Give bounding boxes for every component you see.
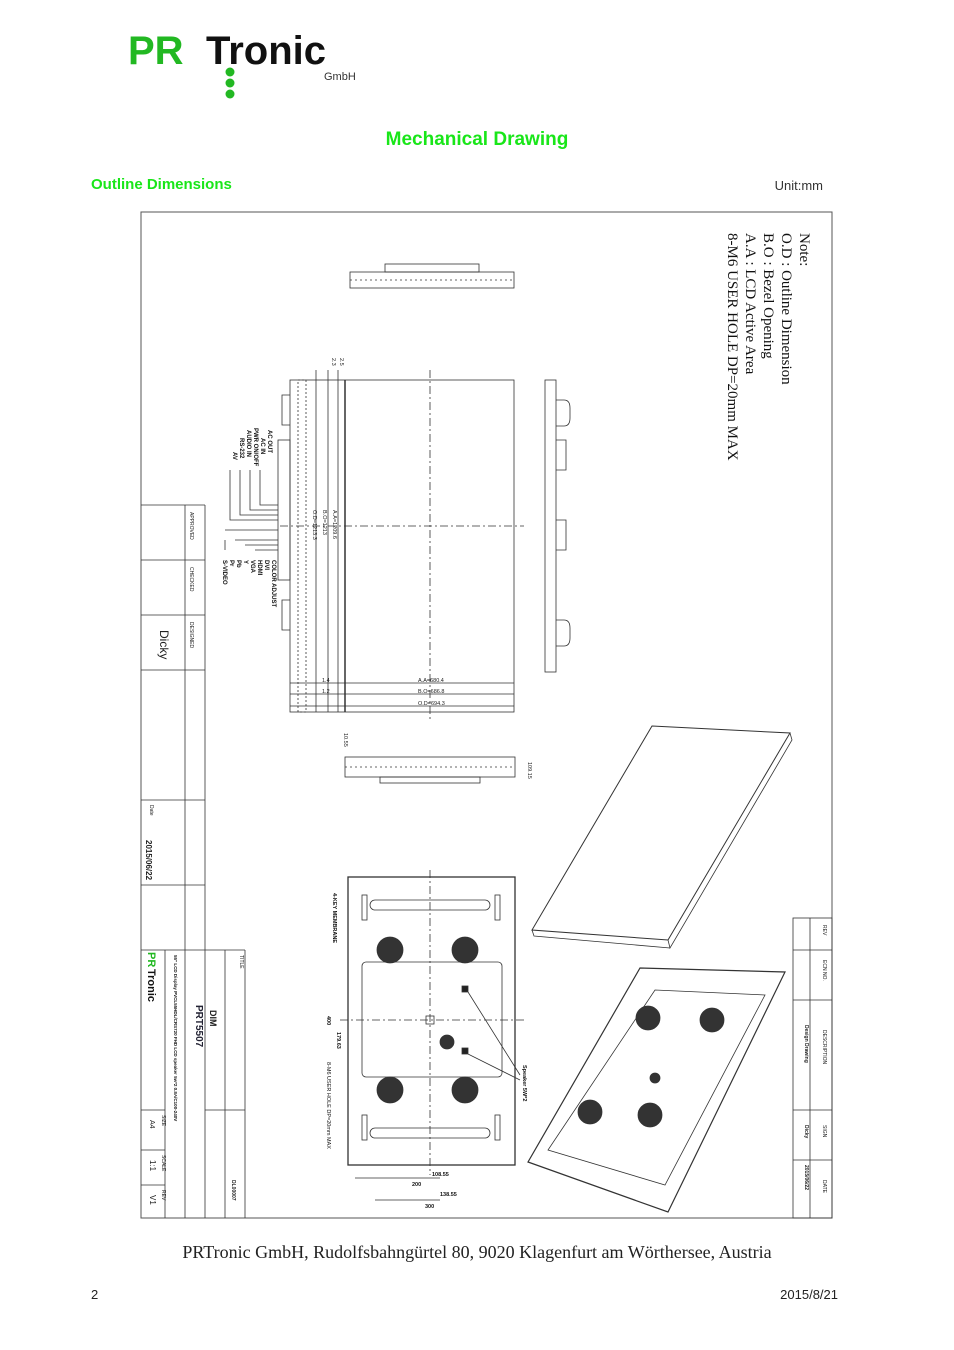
tb-designer: Dicky <box>157 630 171 659</box>
rb-label: ECN NO. <box>821 960 827 981</box>
tb-description: 55" LCD Display PVCL55HDL/CRS720 FHD LCD… <box>173 955 178 1121</box>
page-number: 2 <box>91 1287 99 1302</box>
bottom-side-view: 10.55 109.15 <box>342 733 532 784</box>
connector-label: Y <box>242 560 248 564</box>
dim-label: 400 <box>325 1016 331 1025</box>
logo-gmbh: GmbH <box>324 71 356 83</box>
dim-label: B.O=686.8 <box>418 689 444 695</box>
drawing-notes: Note: O.D : Outline Dimension B.O : Beze… <box>724 233 812 461</box>
tb-model: PRT5507 <box>193 1005 204 1048</box>
note-line: A.A : LCD Active Area <box>742 233 758 375</box>
tb-label: TITLE <box>238 955 244 969</box>
dim-label: 1.2 <box>322 689 330 695</box>
tb-size: A4 <box>148 1120 155 1129</box>
connector-label: AV <box>231 452 237 460</box>
company-logo: PR Tronic GmbH <box>128 28 378 103</box>
svg-text:Tronic: Tronic <box>145 969 157 1002</box>
dim-label: O.D=694.3 <box>418 701 445 707</box>
rb-sign: Dicky <box>803 1125 809 1139</box>
note-line: B.O : Bezel Opening <box>760 233 776 359</box>
right-side-view <box>544 379 571 673</box>
rb-date: 2015/06/22 <box>803 1165 809 1190</box>
connector-label: AC OUT <box>266 430 272 453</box>
dim-label: 1.4 <box>322 678 330 684</box>
title-block-logo: PR Tronic <box>145 952 157 1002</box>
connector-label: S-VIDEO <box>221 560 227 585</box>
tb-label: SIZE <box>160 1115 166 1127</box>
tb-scale: 1:1 <box>148 1160 157 1172</box>
isometric-front-view <box>531 725 793 950</box>
company-address: PRTronic GmbH, Rudolfsbahngürtel 80, 902… <box>182 1242 772 1262</box>
rb-label: SIGN <box>821 1125 827 1138</box>
note-line: 8-M6 USER HOLE DP=20mm MAX <box>724 233 740 461</box>
page-title: Mechanical Drawing <box>385 129 569 150</box>
tb-label: REV <box>160 1190 166 1201</box>
rb-label: DESCRIPTION <box>821 1030 827 1065</box>
dim-label: 109.15 <box>526 762 532 779</box>
connector-label: Pb <box>235 560 241 568</box>
dim-label: O.D=1213.3 <box>311 510 317 540</box>
dim-label: A.A=1209.6 <box>331 510 337 539</box>
top-side-view <box>349 263 515 289</box>
connector-label: AUDIO IN <box>245 430 251 457</box>
footer-date: 2015/8/21 <box>780 1287 838 1302</box>
connector-label: HDMI <box>256 560 262 576</box>
tb-label: CHECKED <box>188 567 194 592</box>
connector-label: COLOR ADJUST <box>270 560 276 607</box>
dim-label: 200 <box>412 1182 421 1188</box>
dim-label: 2.5 <box>338 358 344 366</box>
rb-label: REV <box>821 925 827 936</box>
back-view: 4-KEY MEMBRANE Speaker 5W*2 8-M6 USER HO… <box>325 870 527 1210</box>
dim-label: 300 <box>425 1204 434 1210</box>
title-block: APPROVED CHECKED DESIGNED Dicky Date 201… <box>141 504 246 1218</box>
connector-label: Pr <box>228 560 234 567</box>
back-label: 4-KEY MEMBRANE <box>331 893 337 943</box>
tb-label: Date <box>148 805 154 816</box>
connector-label: AC IN <box>259 438 265 454</box>
dim-label: B.O=1213 <box>321 510 327 535</box>
tb-label: APPROVED <box>188 512 194 540</box>
connector-label: DVI <box>263 560 269 570</box>
isometric-back-view <box>527 967 786 1213</box>
section-heading: Outline Dimensions <box>91 176 232 193</box>
dim-label: 108.55 <box>432 1172 449 1178</box>
connector-label: PWR ON/OFF <box>252 428 258 467</box>
connector-label: RS-232 <box>238 438 244 459</box>
dim-label: 138.55 <box>440 1192 457 1198</box>
tb-rev: V1 <box>148 1195 157 1205</box>
front-view: A.A=1209.6 B.O=1213 O.D=1213.3 A.A=680.4… <box>221 358 524 720</box>
tb-drawing-no: DL00007 <box>230 1180 236 1201</box>
revision-block: REV ECN NO. DESCRIPTION Design Drawing S… <box>792 917 833 1219</box>
svg-text:PR: PR <box>145 952 157 967</box>
note-line: O.D : Outline Dimension <box>778 233 794 385</box>
tb-date: 2015/06/22 <box>144 840 153 881</box>
dim-label: 10.55 <box>342 733 348 747</box>
back-label: 8-M6 USER HOLE DP=20mm MAX <box>325 1062 331 1149</box>
logo-pr: PR <box>128 29 184 73</box>
connector-label: VGA <box>249 560 255 574</box>
dim-label: 179.63 <box>335 1032 341 1049</box>
rb-description: Design Drawing <box>803 1025 809 1063</box>
dim-label: 2.3 <box>330 358 336 366</box>
tb-label: SCALE <box>160 1155 166 1172</box>
tb-title: DIM <box>208 1010 218 1027</box>
dim-label: A.A=680.4 <box>418 678 444 684</box>
logo-tronic: Tronic <box>206 29 326 73</box>
unit-label: Unit:mm <box>774 178 823 193</box>
tb-label: DESIGNED <box>188 622 194 649</box>
back-label: Speaker 5W*2 <box>521 1065 527 1101</box>
note-heading: Note: <box>796 233 812 266</box>
rb-label: DATE <box>821 1180 827 1194</box>
